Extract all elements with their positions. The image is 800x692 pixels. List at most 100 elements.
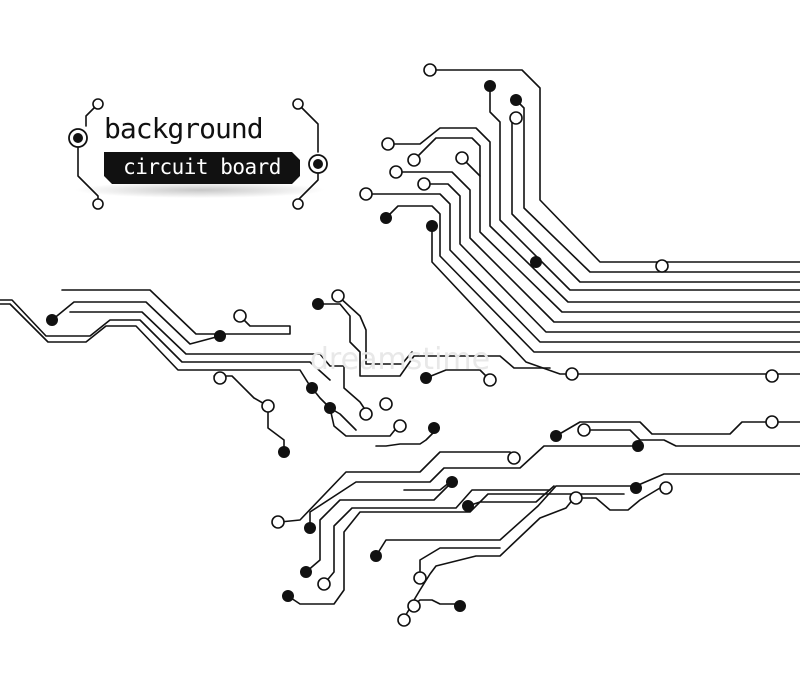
circuit-trace (425, 369, 491, 381)
open-pad (655, 259, 669, 273)
circuit-trace (311, 387, 399, 437)
open-pads (213, 63, 779, 627)
circuit-trace (431, 225, 800, 375)
open-pad (407, 153, 421, 167)
badge-shadow (75, 182, 325, 198)
circuit-trace (279, 451, 515, 523)
circuit-trace (337, 295, 413, 365)
circuit-trace (429, 69, 800, 263)
open-pad (381, 137, 395, 151)
solid-pad (630, 482, 642, 494)
circuit-trace (403, 481, 451, 491)
solid-pad (380, 212, 392, 224)
circuit-trace (69, 311, 369, 415)
open-pad (569, 491, 583, 505)
circuit-trace (365, 193, 800, 343)
circuit-trace (583, 429, 800, 447)
open-pad (765, 369, 779, 383)
open-pad (765, 415, 779, 429)
circuit-trace (423, 183, 800, 333)
solid-pad (428, 422, 440, 434)
open-pad (455, 151, 469, 165)
trace-bundle-left (0, 289, 551, 451)
solid-pad (632, 440, 644, 452)
solid-pads (46, 80, 644, 612)
open-pad (213, 371, 227, 385)
solid-pad (46, 314, 58, 326)
solid-pad (510, 94, 522, 106)
badge-target-right-core (313, 159, 323, 169)
circuit-trace (0, 303, 311, 387)
open-pad (359, 187, 373, 201)
solid-pad (484, 80, 496, 92)
solid-pad (530, 256, 542, 268)
open-pad (565, 367, 579, 381)
open-pad (509, 111, 523, 125)
open-pad (407, 599, 421, 613)
solid-pad (306, 382, 318, 394)
open-pad (393, 419, 407, 433)
circuit-trace (467, 485, 555, 507)
solid-pad (312, 298, 324, 310)
circuit-trace (575, 487, 661, 511)
open-pad (397, 613, 411, 627)
open-pad (413, 571, 427, 585)
circuit-trace (287, 493, 625, 605)
open-pad (577, 423, 591, 437)
circuit-trace (387, 127, 800, 303)
circuit-trace (51, 301, 221, 345)
badge-pad-bottom-right (292, 198, 304, 210)
circuit-trace (61, 289, 291, 335)
open-pad (417, 177, 431, 191)
circuit-trace (309, 445, 639, 529)
circuit-trace (555, 421, 800, 437)
open-pad (359, 407, 373, 421)
open-pad (507, 451, 521, 465)
open-pad (331, 289, 345, 303)
circuit-trace (515, 99, 800, 273)
badge-subtitle: circuit board (123, 155, 281, 179)
open-pad (423, 63, 437, 77)
circuit-trace (375, 427, 439, 447)
trace-bundle-lower (279, 421, 800, 619)
circuit-trace (413, 137, 800, 313)
solid-pad (550, 430, 562, 442)
circuit-trace (419, 547, 501, 577)
circuit-trace (323, 489, 551, 585)
badge-title: background (104, 112, 264, 145)
label-badge (68, 98, 328, 210)
solid-pad (462, 500, 474, 512)
circuit-trace (375, 473, 800, 557)
solid-pad (454, 600, 466, 612)
open-pad (659, 481, 673, 495)
solid-pad (304, 522, 316, 534)
badge-pad-bottom-left (92, 198, 104, 210)
open-pad (389, 165, 403, 179)
circuit-trace (213, 375, 285, 451)
open-pad (317, 577, 331, 591)
badge-pad-top-left (92, 98, 104, 110)
badge-label-plate (104, 152, 300, 184)
open-pad (379, 397, 393, 411)
solid-pad (420, 372, 432, 384)
open-pad (233, 309, 247, 323)
solid-pad (278, 446, 290, 458)
circuit-trace (0, 299, 331, 381)
solid-pad (214, 330, 226, 342)
circuit-trace (511, 117, 800, 283)
open-pad (261, 399, 275, 413)
open-pad (483, 373, 497, 387)
solid-pad (282, 590, 294, 602)
solid-pad (300, 566, 312, 578)
solid-pad (446, 476, 458, 488)
circuit-trace (413, 497, 575, 601)
circuit-trace (385, 205, 800, 353)
solid-pad (370, 550, 382, 562)
solid-pad (324, 402, 336, 414)
open-pad (271, 515, 285, 529)
badge-target-left-core (73, 133, 83, 143)
solid-pad (426, 220, 438, 232)
circuit-trace (305, 481, 453, 573)
circuit-trace (317, 303, 551, 377)
